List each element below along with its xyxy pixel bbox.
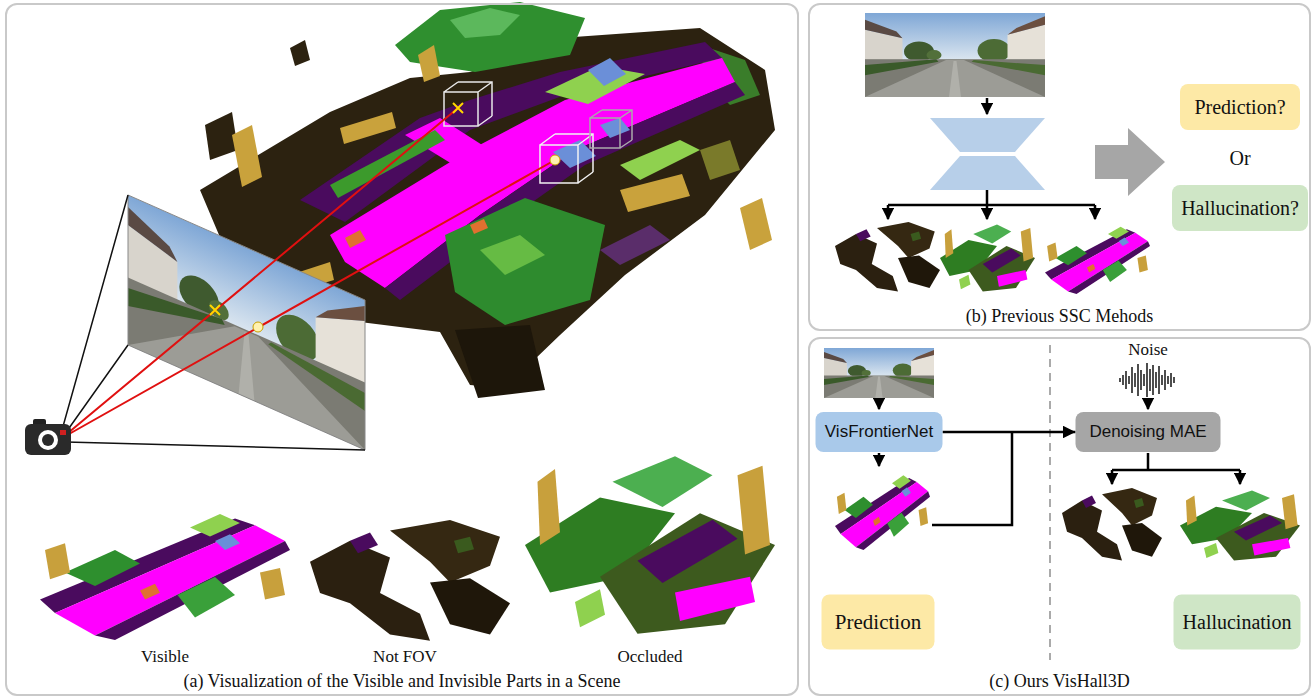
- output-thumbnail: [1180, 491, 1300, 561]
- flow-arrow: [986, 98, 989, 114]
- part-label: Occluded: [617, 648, 682, 667]
- divider-line: [1049, 345, 1051, 660]
- output-thumbnail: [940, 224, 1035, 291]
- voxel-scene: [740, 198, 772, 250]
- box-label: Prediction?: [1194, 96, 1285, 119]
- input-label: Noise: [1128, 341, 1168, 360]
- block-arrow: [1095, 128, 1165, 196]
- voxel-scene: [700, 140, 740, 180]
- voxel-scene: [600, 225, 670, 265]
- output-thumbnail: [835, 222, 940, 292]
- camera-image: [128, 195, 365, 450]
- scene-part-thumbnail: [40, 456, 775, 640]
- input-image: [824, 348, 934, 398]
- voxel-scene: [455, 325, 545, 398]
- part-label: Not FOV: [373, 648, 437, 667]
- point-marker: [253, 322, 263, 332]
- output-thumbnail: [1062, 488, 1162, 561]
- voxel-scene: [290, 40, 310, 66]
- camera-icon: [60, 430, 66, 435]
- divider-line: [1050, 345, 1051, 660]
- process-box: Denoising MAE: [1076, 412, 1221, 452]
- box-label: VisFrontierNet: [825, 422, 933, 442]
- flow-arrow: [887, 205, 890, 219]
- voxel-scene: [470, 219, 488, 234]
- panel: (a) Visualization of the Visible and Inv…: [5, 3, 799, 696]
- camera-icon: [25, 424, 71, 455]
- scene-part-thumbnail: [40, 514, 290, 640]
- result-box: Prediction: [822, 595, 935, 650]
- flow-connector: [943, 431, 1076, 434]
- flow-arrow: [1094, 205, 1097, 219]
- camera-image: [128, 195, 365, 450]
- result-box: Prediction?: [1180, 84, 1300, 130]
- flow-arrow: [986, 205, 989, 219]
- voxel-scene: [600, 118, 630, 138]
- flow-arrow: [1111, 470, 1114, 484]
- input-image: [865, 13, 1045, 97]
- projection-ray: [62, 108, 555, 438]
- box-label: Hallucination: [1183, 611, 1292, 634]
- wireframe-box: [444, 82, 632, 183]
- camera-icon: [42, 434, 54, 446]
- encoder-decoder-shape: [930, 118, 1045, 152]
- flow-arrow: [932, 432, 1012, 525]
- wireframe-box: [540, 134, 593, 183]
- flow-arrow: [878, 399, 881, 409]
- voxel-scene: [445, 198, 605, 325]
- point-marker: [210, 103, 560, 332]
- connective-label: Or: [1229, 147, 1250, 169]
- camera-icon: [38, 430, 58, 450]
- noise-waveform: [1120, 363, 1174, 397]
- voxel-scene: [480, 235, 545, 275]
- voxel-scene: [418, 45, 440, 82]
- flow-arrow: [878, 453, 881, 466]
- point-marker: [550, 155, 560, 165]
- flow-arrow: [888, 190, 1095, 205]
- encoder-decoder-shape: [930, 118, 1045, 190]
- output-thumbnail: [1045, 227, 1150, 294]
- box-label: Denoising MAE: [1089, 422, 1206, 442]
- encoder-decoder-shape: [930, 156, 1045, 190]
- panel-caption: (a) Visualization of the Visible and Inv…: [7, 671, 797, 691]
- voxel-scene: [450, 8, 520, 38]
- result-box: Hallucination: [1174, 595, 1301, 650]
- voxel-scene: [620, 140, 700, 180]
- block-arrow: [1095, 128, 1165, 196]
- panel-caption: (b) Previous SSC Mehods: [810, 306, 1309, 326]
- panel-caption: (c) Ours VisHall3D: [810, 671, 1309, 691]
- flow-arrow: [1147, 398, 1150, 409]
- process-box: VisFrontierNet: [816, 412, 943, 452]
- voxel-scene: [588, 58, 626, 86]
- projection-ray: [62, 108, 555, 438]
- scene-part-thumbnail: [310, 520, 510, 641]
- voxel-scene: [340, 112, 396, 144]
- camera-icon: [25, 419, 71, 455]
- camera-image: [128, 195, 365, 450]
- wireframe-box: [590, 110, 632, 148]
- flow-arrow: [1112, 453, 1240, 470]
- point-marker: [210, 103, 463, 315]
- voxel-scene: [345, 230, 366, 248]
- flow-arrow: [1239, 470, 1242, 484]
- noise-waveform: [1120, 363, 1174, 397]
- voxel-scene: [620, 174, 690, 212]
- box-label: Hallucination?: [1181, 197, 1299, 220]
- output-thumbnail: [835, 222, 1300, 561]
- voxel-scene: [232, 125, 262, 187]
- box-label: Prediction: [835, 610, 921, 634]
- panel: (c) Ours VisHall3D VisFrontierNet Denoisin…: [808, 337, 1311, 696]
- wireframe-box: [444, 82, 492, 126]
- part-label: Visible: [141, 648, 189, 667]
- result-box: Hallucination?: [1172, 185, 1308, 231]
- output-thumbnail: [835, 475, 930, 550]
- scene-part-thumbnail: [525, 456, 775, 633]
